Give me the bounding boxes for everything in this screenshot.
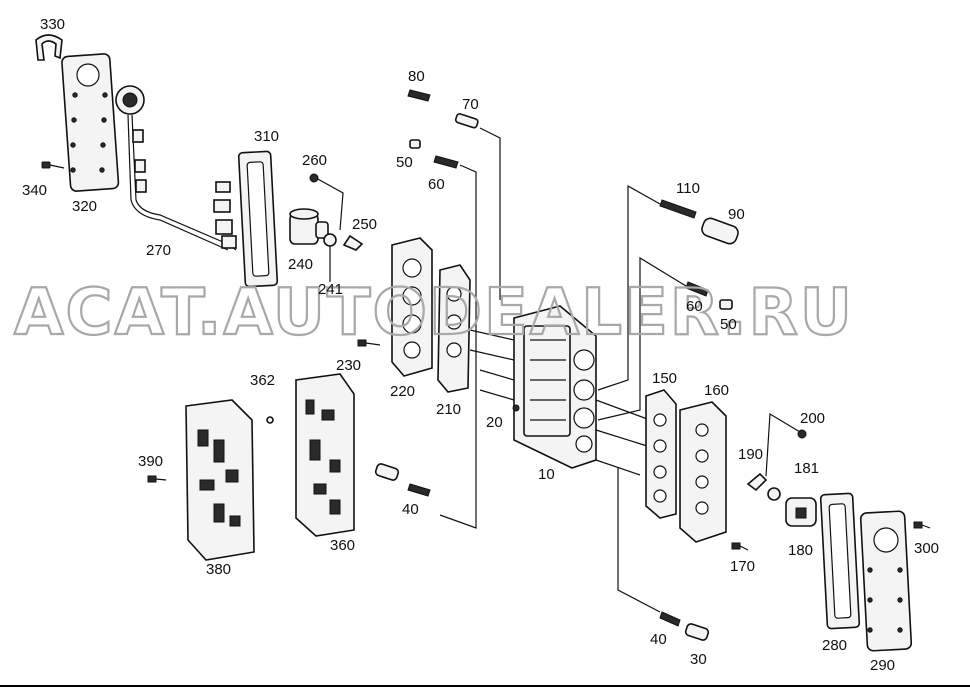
callout-50b: 50 (720, 316, 737, 333)
part-90-valve (701, 217, 739, 245)
leader-60a (439, 164, 477, 529)
part-170-bolt (731, 542, 749, 551)
callout-180: 180 (788, 542, 813, 559)
callout-10: 10 (538, 466, 555, 483)
callout-250: 250 (352, 216, 377, 233)
part-40b-spring (659, 611, 681, 627)
part-320-cover (61, 53, 120, 192)
callout-190: 190 (738, 446, 763, 463)
part-181-oring (767, 487, 781, 501)
callout-40b: 40 (650, 631, 667, 648)
part-40a-valve-spring (374, 463, 431, 497)
callout-390: 390 (138, 453, 163, 470)
part-210-gasket (437, 264, 471, 393)
callout-50a: 50 (396, 154, 413, 171)
part-30-plug (684, 623, 710, 641)
callout-300: 300 (914, 540, 939, 557)
part-20-ball (512, 404, 520, 412)
callout-362: 362 (250, 372, 275, 389)
part-80-spring (407, 89, 431, 102)
leader-60b (597, 256, 687, 421)
callout-181: 181 (794, 460, 819, 477)
part-260-screw (309, 173, 319, 183)
callout-60a: 60 (428, 176, 445, 193)
callout-241: 241 (318, 281, 343, 298)
part-340-bolt (41, 161, 65, 169)
part-241-oring (323, 233, 337, 247)
part-280-gasket (819, 492, 861, 630)
callout-210: 210 (436, 401, 461, 418)
callout-200: 200 (800, 410, 825, 427)
callout-90: 90 (728, 206, 745, 223)
part-50a-plug (409, 139, 421, 149)
part-310-gasket (237, 150, 279, 288)
part-362-ball (266, 416, 274, 424)
callout-260: 260 (302, 152, 327, 169)
part-380-plate (185, 399, 255, 561)
leader-260 (315, 177, 344, 231)
callout-320: 320 (72, 198, 97, 215)
part-290-cover (859, 510, 913, 652)
callout-270: 270 (146, 242, 171, 259)
part-160-valve-body (679, 401, 727, 543)
part-10-main-valve-body (513, 305, 597, 469)
part-360-separator-plate (295, 373, 355, 537)
leader-10-left (469, 329, 515, 401)
part-200-screw (797, 429, 807, 439)
callout-110: 110 (676, 180, 700, 197)
part-70-valve (454, 113, 479, 129)
callout-280: 280 (822, 637, 847, 654)
part-110-spring (659, 199, 697, 219)
callout-290: 290 (870, 657, 895, 674)
part-60a-spring (433, 155, 459, 169)
part-150-gasket (645, 389, 677, 519)
part-390-bolt (147, 475, 167, 483)
part-270-wiring-harness (115, 85, 237, 251)
callout-330: 330 (40, 16, 65, 33)
part-50b-plug (719, 299, 733, 310)
part-230-bolt (357, 339, 381, 347)
part-180-solenoid (785, 497, 817, 527)
part-250-bracket (342, 234, 364, 251)
callout-310: 310 (254, 128, 279, 145)
part-240-solenoid (289, 208, 329, 245)
callout-20: 20 (486, 414, 503, 431)
callout-80: 80 (408, 68, 425, 85)
watermark: ACAT.AUTODEALER.RU (14, 276, 854, 350)
callout-220: 220 (390, 383, 415, 400)
part-60b-spring (685, 281, 709, 297)
callout-380: 380 (206, 561, 231, 578)
callout-340: 340 (22, 182, 47, 199)
part-190-bracket (746, 472, 768, 492)
callout-70: 70 (462, 96, 479, 113)
callout-60b: 60 (686, 298, 703, 315)
callout-230: 230 (336, 357, 361, 374)
callout-240: 240 (288, 256, 313, 273)
callout-170: 170 (730, 558, 755, 575)
part-300-bolt (913, 521, 931, 529)
leader-70 (479, 127, 501, 300)
callout-30: 30 (690, 651, 707, 668)
leader-30 (617, 468, 661, 613)
leader-110 (597, 184, 661, 391)
callout-40a: 40 (402, 501, 419, 518)
callout-150: 150 (652, 370, 677, 387)
part-330-clip (35, 34, 63, 61)
part-220-valve-body (391, 237, 433, 377)
callout-160: 160 (704, 382, 729, 399)
leader-200 (765, 412, 801, 477)
callout-360: 360 (330, 537, 355, 554)
